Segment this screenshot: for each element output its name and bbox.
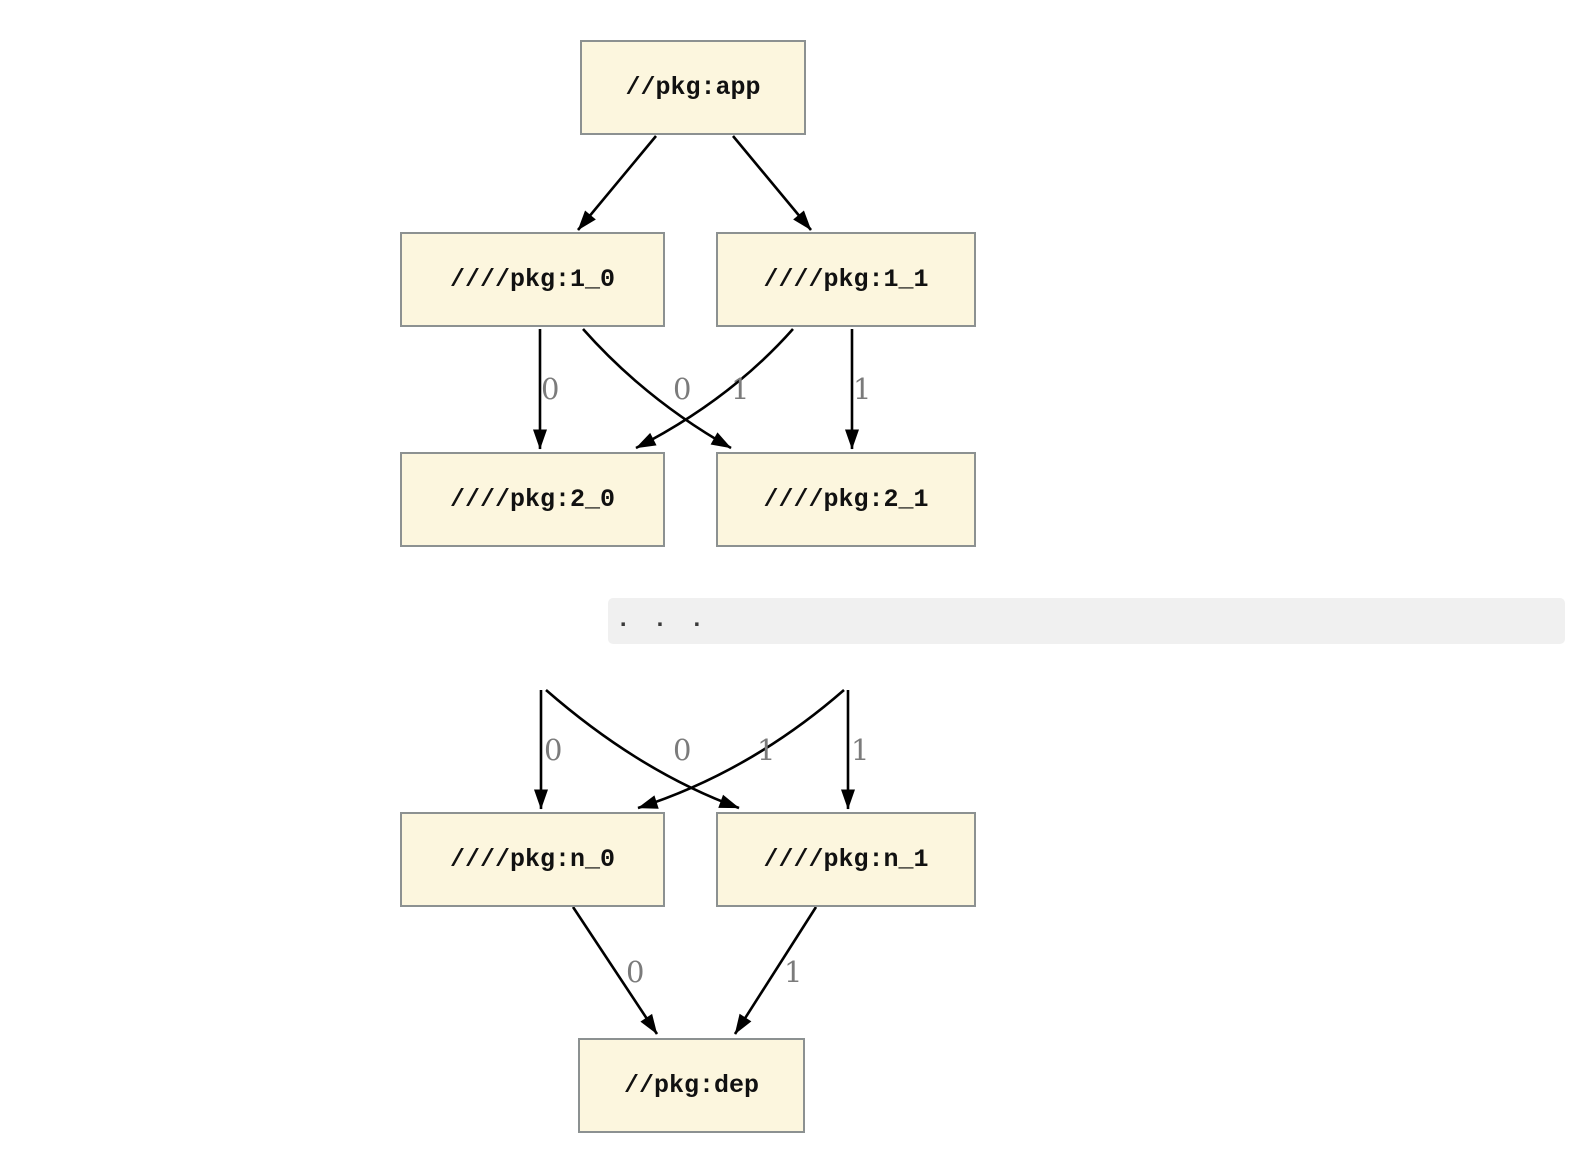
edge-1-0-to-2-1 bbox=[582, 328, 732, 450]
node-pkg-n-1: ////pkg:n_1 bbox=[716, 812, 976, 907]
node-pkg-dep: //pkg:dep bbox=[578, 1038, 805, 1133]
edge-label-lower-0-mid: 0 bbox=[673, 733, 692, 767]
edge-app-to-1-1 bbox=[731, 135, 813, 231]
node-pkg-2-0: ////pkg:2_0 bbox=[400, 452, 665, 547]
node-pkg-2-1: ////pkg:2_1 bbox=[716, 452, 976, 547]
edge-label-upper-1-mid: 1 bbox=[731, 372, 750, 406]
node-pkg-1-1: ////pkg:1_1 bbox=[716, 232, 976, 327]
edge-app-to-1-0 bbox=[576, 135, 658, 231]
edge-elided-to-n-1-cross bbox=[545, 689, 740, 810]
node-pkg-1-1-label: ////pkg:1_1 bbox=[763, 265, 929, 294]
edge-label-lower-1-mid: 1 bbox=[757, 733, 776, 767]
node-pkg-2-0-label: ////pkg:2_0 bbox=[449, 485, 616, 514]
node-pkg-app: //pkg:app bbox=[580, 40, 806, 135]
edge-1-1-to-2-0 bbox=[635, 328, 794, 450]
node-pkg-dep-label: //pkg:dep bbox=[623, 1071, 760, 1100]
node-pkg-app-label: //pkg:app bbox=[625, 73, 761, 102]
edge-label-upper-0-mid: 0 bbox=[673, 372, 692, 406]
edge-elided-to-n-0-cross bbox=[637, 689, 845, 810]
edge-label-lower-0-left: 0 bbox=[544, 733, 563, 767]
ellipsis-separator: . . . bbox=[608, 598, 1565, 644]
node-pkg-n-0: ////pkg:n_0 bbox=[400, 812, 665, 907]
edge-label-upper-0-left: 0 bbox=[541, 372, 560, 406]
edge-label-upper-1-right: 1 bbox=[853, 372, 872, 406]
edge-label-bottom-0: 0 bbox=[626, 955, 645, 989]
edge-n-1-to-dep bbox=[733, 906, 818, 1035]
node-pkg-1-0: ////pkg:1_0 bbox=[400, 232, 665, 327]
node-pkg-n-1-label: ////pkg:n_1 bbox=[763, 845, 929, 874]
node-pkg-n-0-label: ////pkg:n_0 bbox=[449, 845, 616, 874]
node-pkg-2-1-label: ////pkg:2_1 bbox=[763, 485, 929, 514]
edge-label-bottom-1: 1 bbox=[784, 955, 803, 989]
edge-label-lower-1-right: 1 bbox=[851, 733, 870, 767]
ellipsis-dots: . . . bbox=[616, 607, 709, 634]
node-pkg-1-0-label: ////pkg:1_0 bbox=[449, 265, 616, 294]
